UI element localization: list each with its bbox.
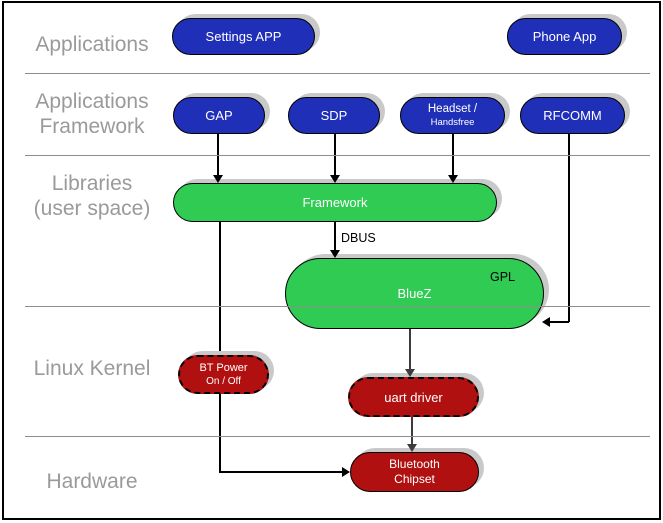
edge-framework-bluez: [334, 220, 336, 251]
arrowhead-bluez-uart: [405, 369, 415, 377]
node-bluez: BlueZ GPL: [285, 258, 544, 329]
node-label: uart driver: [384, 389, 443, 405]
layer-label-line: Hardware: [46, 470, 138, 493]
node-label-line1: Headset /: [427, 102, 478, 115]
layer-label-line: (user space): [33, 197, 151, 220]
layer-label-applications-framework: Applications Framework: [12, 89, 172, 139]
node-label: Framework: [302, 195, 368, 210]
arrowhead-gap-framework: [213, 175, 223, 183]
layer-label-line: Framework: [39, 115, 145, 138]
node-label: RFCOMM: [543, 108, 602, 123]
arrowhead-rfcomm-bluez: [542, 317, 550, 327]
node-label: GAP: [205, 108, 233, 123]
edge-bluez-uart: [409, 327, 411, 370]
node-label: SDP: [320, 108, 348, 123]
arrowhead-uart-chipset: [407, 444, 417, 452]
node-settings-app: Settings APP: [172, 18, 315, 55]
edge-rfcomm-bluez-vertical: [568, 131, 570, 322]
node-bluetooth-chipset: Bluetooth Chipset: [350, 452, 479, 492]
divider-framework-libraries: [25, 155, 650, 156]
node-label-line2: On / Off: [206, 375, 241, 387]
license-tag-gpl: GPL: [489, 270, 515, 284]
edge-framework-chipset-vertical: [219, 220, 221, 472]
node-label: Settings APP: [205, 29, 282, 44]
node-label-line2: Handsfree: [430, 116, 475, 128]
divider-applications-framework: [25, 73, 650, 74]
edge-gap-framework: [217, 131, 219, 176]
node-headset-handsfree: Headset / Handsfree: [400, 97, 505, 134]
divider-libraries-kernel: [25, 306, 650, 307]
node-uart-driver: uart driver: [348, 377, 479, 417]
edge-label-dbus: DBUS: [341, 231, 376, 245]
edge-uart-chipset: [411, 413, 413, 445]
node-phone-app: Phone App: [507, 18, 622, 55]
layer-label-line: Libraries: [51, 172, 133, 195]
layer-label-line: Linux Kernel: [33, 357, 151, 380]
arrowhead-framework-chipset: [342, 467, 350, 477]
node-label: BlueZ: [397, 286, 432, 301]
node-label-line2: Chipset: [394, 472, 435, 486]
node-sdp: SDP: [288, 97, 380, 134]
edge-sdp-framework: [334, 131, 336, 176]
edge-rfcomm-bluez-horizontal: [550, 321, 569, 323]
node-label-line1: BT Power: [199, 361, 248, 374]
node-framework: Framework: [173, 183, 497, 222]
edge-framework-chipset-horizontal: [219, 471, 343, 473]
layer-label-line: Applications: [35, 90, 149, 113]
node-label-line1: Bluetooth: [389, 457, 440, 471]
divider-kernel-hardware: [25, 436, 650, 437]
layer-label-libraries: Libraries (user space): [12, 171, 172, 221]
arrowhead-framework-bluez: [330, 250, 340, 258]
layer-label-line: Applications: [35, 33, 149, 56]
node-rfcomm: RFCOMM: [520, 97, 625, 134]
edge-headset-framework: [452, 131, 454, 176]
node-label: Phone App: [532, 29, 597, 44]
layer-label-applications: Applications: [12, 32, 172, 57]
arrowhead-headset-framework: [448, 175, 458, 183]
layer-label-hardware: Hardware: [12, 469, 172, 494]
node-gap: GAP: [173, 97, 265, 134]
arrowhead-sdp-framework: [330, 175, 340, 183]
layer-label-linux-kernel: Linux Kernel: [12, 356, 172, 381]
node-bt-power-on-off: BT Power On / Off: [178, 355, 269, 394]
